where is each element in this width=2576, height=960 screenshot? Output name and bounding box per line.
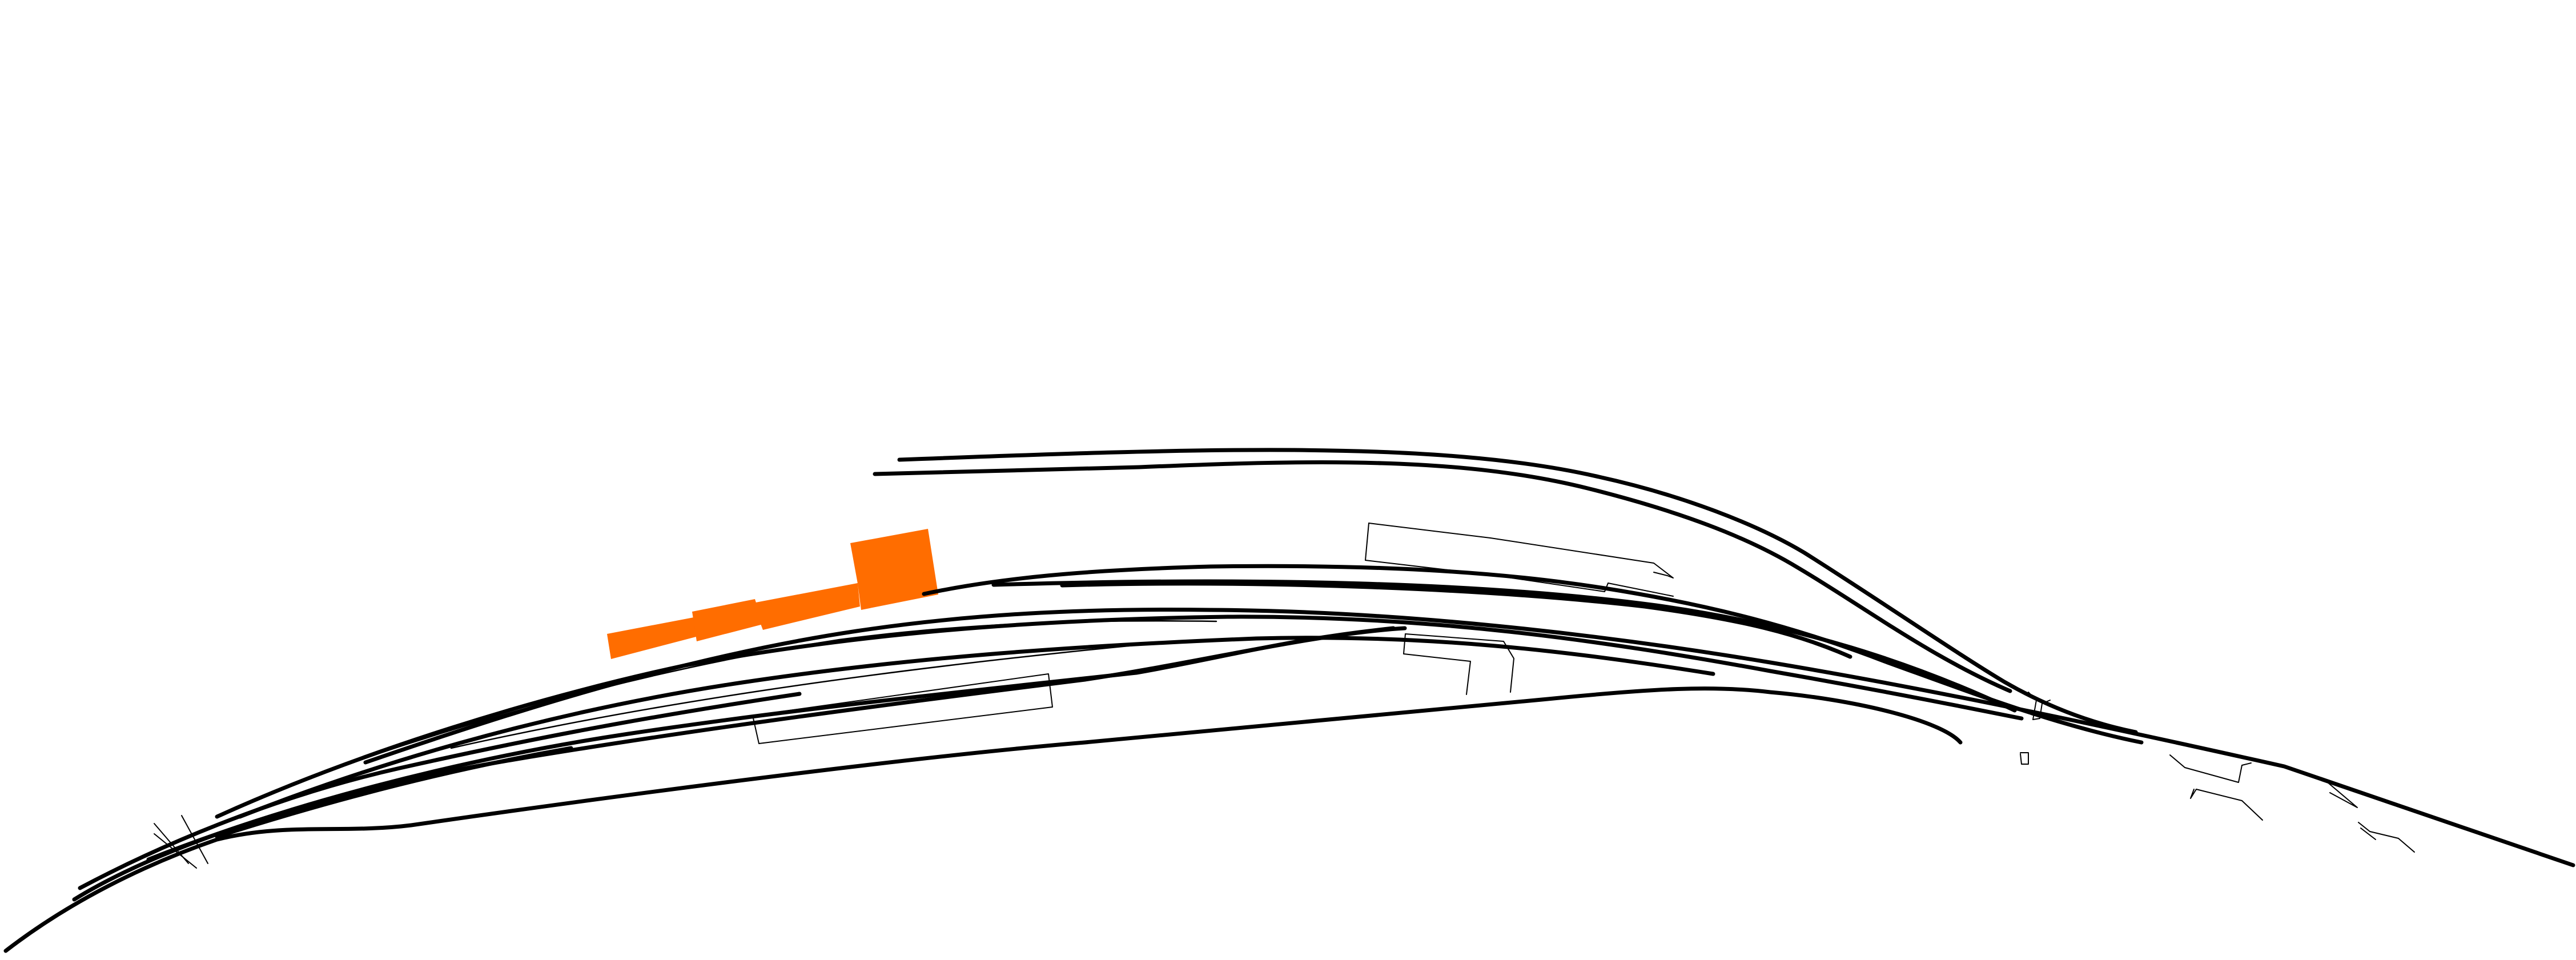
station-building-2 [692,599,763,641]
signal-marker-10 [2360,828,2376,840]
track-approach-2 [215,746,573,839]
track-platform-2 [215,614,2024,819]
building-outline-depot [752,673,1053,744]
track-upper-outer [897,448,2138,734]
track-outer-loop [3,686,1963,953]
track-platform-3 [238,636,1715,819]
station-buildings [607,529,938,659]
main-tracks [3,448,2575,953]
track-main-2 [991,579,2017,713]
track-platform-5 [72,626,1407,902]
signal-marker-6 [2169,754,2252,783]
track-approach-1 [78,692,802,890]
track-main-3 [1060,581,1852,659]
building-outline-middle-left [1403,633,1471,695]
signal-marker-8 [2327,782,2358,808]
track-upper-inner [873,460,2012,693]
building-outline-north-lower [1365,523,1674,597]
track-platform-4 [146,626,1396,862]
signal-marker-5 [2020,752,2029,765]
thin-track-2 [450,640,1183,749]
track-platform-1 [363,607,2575,867]
building-outline-north [1368,523,1674,579]
station-building-main [850,529,938,610]
station-building-1 [607,617,696,659]
signal-marker-2 [181,815,208,864]
signal-marker-7 [2190,789,2263,821]
signal-marker-9 [2358,822,2415,853]
track-main-1 [922,564,2144,745]
building-outline-middle [1405,633,1514,693]
station-building-3 [753,583,860,630]
